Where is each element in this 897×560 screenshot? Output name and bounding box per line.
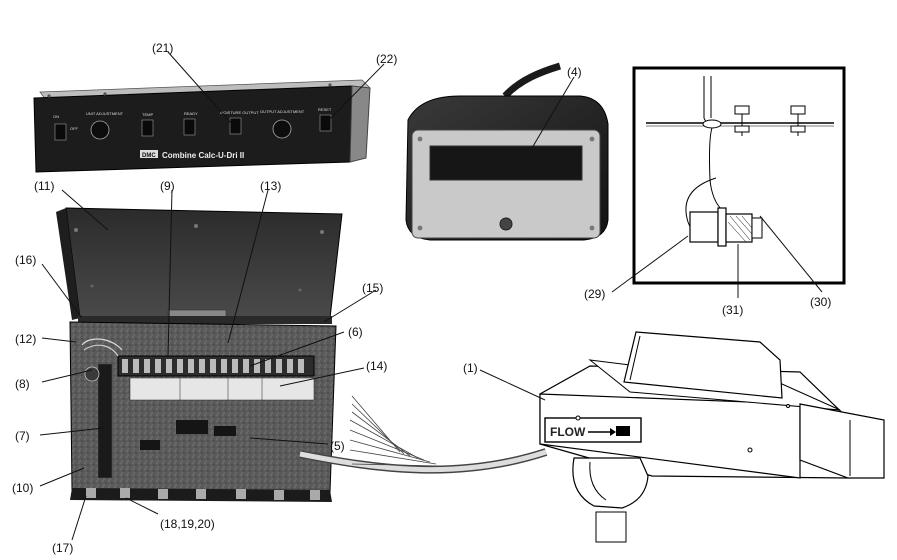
callout-21: (21) (152, 41, 173, 55)
callout-17: (17) (52, 541, 73, 555)
remote-display-unit (405, 62, 609, 241)
flow-sensor-assembly: FLOW (299, 331, 885, 543)
callout-15: (15) (362, 281, 383, 295)
callout-13: (13) (260, 179, 281, 193)
ready-switch (183, 118, 196, 136)
loose-wires (349, 395, 441, 467)
callout-8: (8) (15, 377, 30, 391)
inset-bolts (734, 105, 806, 136)
brand-logo-box (140, 150, 158, 158)
panel-label-output-adjustment: OUTPUT ADJUSTMENT (260, 109, 305, 114)
console-side (349, 85, 371, 163)
callout-31: (31) (722, 303, 743, 317)
callout-11: (11) (34, 179, 54, 193)
open-control-box (56, 207, 343, 502)
inset-sensor-cup (689, 211, 719, 243)
leader-lines (39, 51, 823, 541)
display-screen (429, 145, 583, 181)
sensor-clamp (572, 457, 649, 509)
callout-29: (29) (584, 287, 605, 301)
sensor-blade (623, 331, 783, 399)
sensor-bracket (799, 403, 885, 479)
callout-14: (14) (366, 359, 387, 373)
inset-bushing (725, 213, 753, 243)
callout-7: (7) (15, 429, 30, 443)
display-adjust-knob (499, 217, 513, 231)
panel-label-on: ON (53, 114, 59, 119)
unit-adjustment-knob (90, 120, 110, 140)
panel-label-reset: RESET (318, 107, 332, 112)
moisture-output-switch (229, 117, 242, 135)
callout-30: (30) (810, 295, 831, 309)
lid (65, 207, 343, 319)
panel-label-unit-adjustment: UNIT ADJUSTMENT (86, 111, 124, 116)
flow-arrow-block (616, 426, 630, 436)
clamp-bolt (595, 511, 627, 543)
callout-labels: (21) (22) (4) (11) (9) (13) (16) (15) (1… (12, 41, 831, 555)
callout-10: (10) (12, 481, 33, 495)
callout-22: (22) (376, 52, 397, 66)
output-adjustment-knob (272, 119, 292, 139)
callout-1: (1) (463, 361, 478, 375)
temp-switch (141, 119, 154, 137)
panel-label-temp: TEMP (142, 112, 153, 117)
flow-label-plate (544, 417, 642, 443)
display-cable (502, 62, 562, 99)
reset-switch (319, 114, 332, 132)
inset-frame (632, 66, 846, 285)
callout-12: (12) (15, 332, 36, 346)
callout-6: (6) (348, 325, 363, 339)
power-switch (54, 123, 67, 141)
panel-label-off: OFF (70, 126, 79, 131)
callout-16: (16) (15, 253, 36, 267)
flow-label: FLOW (550, 425, 586, 439)
callout-5: (5) (330, 439, 345, 453)
ribbon-connector (97, 363, 113, 479)
panel-label-ready: READY (184, 111, 198, 116)
callout-9: (9) (160, 179, 175, 193)
terminal-label-strip (129, 377, 315, 401)
callout-4: (4) (567, 65, 582, 79)
console-unit: ON OFF UNIT ADJUSTMENT TEMP READY MOISTU… (33, 79, 371, 173)
console-switches (54, 114, 332, 141)
brand-logo: DMC (142, 153, 156, 159)
callout-18-19-20: (18,19,20) (160, 517, 215, 531)
brand-name: Combine Calc-U-Dri II (162, 151, 244, 160)
mounting-detail-inset (632, 66, 846, 285)
panel-label-moisture-output: MOISTURE OUTPUT (220, 110, 259, 115)
